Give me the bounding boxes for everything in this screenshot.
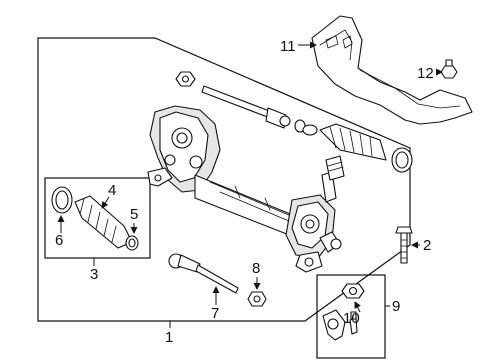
lock-nut-top bbox=[175, 71, 196, 87]
callout-10: 10 bbox=[343, 310, 360, 327]
seal-ring bbox=[51, 186, 73, 214]
heat-shield bbox=[311, 15, 473, 125]
boot-kit-box bbox=[44, 177, 151, 259]
jam-nut bbox=[247, 291, 267, 307]
callout-2: 2 bbox=[423, 237, 431, 254]
tie-rod-clamp bbox=[294, 119, 318, 136]
assembly-frame bbox=[37, 37, 411, 322]
callout-7: 7 bbox=[211, 305, 219, 322]
rack-boot-upper bbox=[319, 123, 387, 161]
callout-5: 5 bbox=[130, 206, 138, 223]
bolt-12 bbox=[440, 59, 458, 79]
callout-6: 6 bbox=[55, 232, 63, 249]
seal-ring-upper bbox=[391, 147, 413, 173]
boot-clamp bbox=[125, 235, 139, 251]
callout-11: 11 bbox=[280, 38, 296, 55]
callout-3: 3 bbox=[90, 266, 98, 283]
callout-9: 9 bbox=[392, 298, 400, 315]
steering-gear-assembly bbox=[147, 105, 345, 273]
rack-boot bbox=[74, 195, 133, 249]
tie-rod-end-box bbox=[316, 274, 386, 359]
callout-1: 1 bbox=[165, 329, 173, 346]
callout-8: 8 bbox=[252, 260, 260, 277]
castle-nut bbox=[341, 283, 365, 299]
mounting-bolt bbox=[395, 226, 413, 264]
callout-4: 4 bbox=[108, 182, 116, 199]
outer-tie-rod-end bbox=[322, 309, 358, 341]
leader-lines bbox=[57, 41, 443, 328]
inner-tie-rod-upper bbox=[201, 85, 291, 129]
callout-12: 12 bbox=[417, 65, 434, 82]
inner-tie-rod-lower bbox=[168, 253, 239, 294]
